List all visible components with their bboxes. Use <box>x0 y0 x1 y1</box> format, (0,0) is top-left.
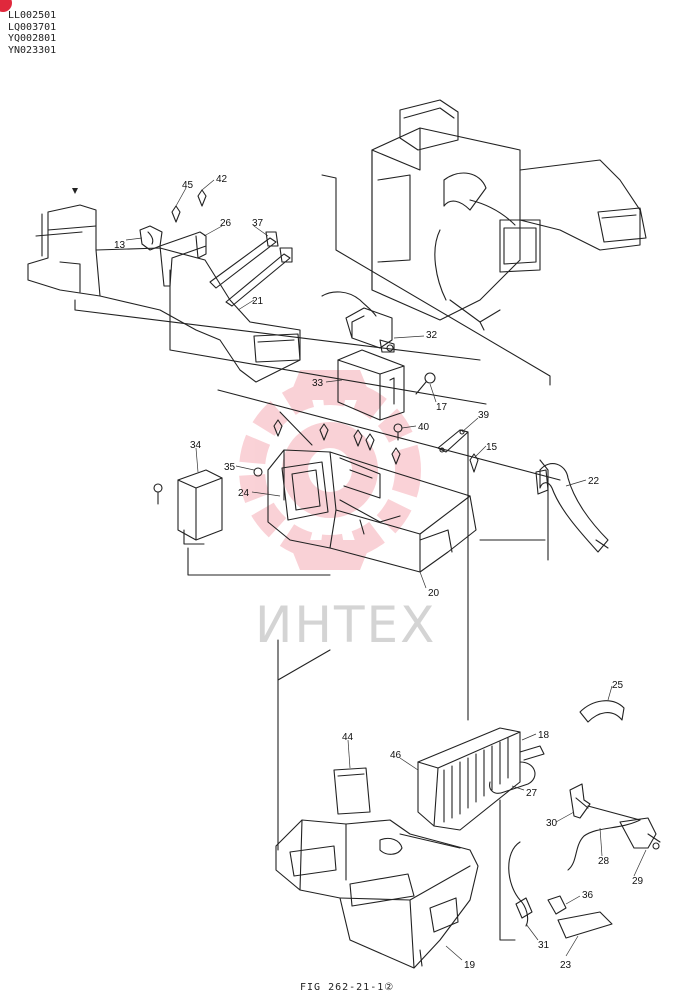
cable-tie-37 <box>209 231 293 307</box>
callout-23: 23 <box>560 960 572 971</box>
callout-13: 13 <box>114 240 126 251</box>
screw-42 <box>197 189 207 207</box>
callout-31: 31 <box>538 940 550 951</box>
callout-37: 37 <box>252 218 264 229</box>
callout-20: 20 <box>428 588 440 599</box>
callout-19: 19 <box>464 960 476 971</box>
cable-28 <box>567 805 661 871</box>
hose-25 <box>579 700 625 723</box>
callout-44: 44 <box>342 732 354 743</box>
pad-23 <box>557 911 613 939</box>
callout-15: 15 <box>486 442 498 453</box>
screw-34-left <box>153 483 163 505</box>
watermark-text: ИНТЕХ <box>255 596 437 654</box>
bracket-39 <box>437 429 469 453</box>
bracket-30 <box>569 783 591 819</box>
callout-46: 46 <box>390 750 402 761</box>
model-code: YQ002801 <box>8 33 57 44</box>
callout-30: 30 <box>546 818 558 829</box>
callout-33: 33 <box>312 378 324 389</box>
model-code: LL002501 <box>8 10 57 21</box>
model-code: LQ003701 <box>8 21 57 33</box>
duct-21 <box>27 204 301 383</box>
callout-34: 34 <box>190 440 202 451</box>
bolt-17 <box>415 372 436 395</box>
leader-lines <box>74 174 561 941</box>
lower-case-19 <box>275 819 479 969</box>
case-screws <box>273 419 401 465</box>
model-code-list: LL002501 LQ003701 YQ002801 YN023301 <box>8 10 56 56</box>
callout-40: 40 <box>418 422 430 433</box>
heater-unit-assembly <box>371 99 647 331</box>
clamp-31 <box>508 841 533 927</box>
sensor-32 <box>321 291 395 353</box>
screw-15 <box>469 453 479 473</box>
callout-28: 28 <box>598 856 610 867</box>
callout-25: 25 <box>612 680 624 691</box>
clip-36 <box>547 895 567 915</box>
screw-35 <box>253 467 263 477</box>
callout-39: 39 <box>478 410 490 421</box>
callout-24: 24 <box>238 488 250 499</box>
callout-32: 32 <box>426 330 438 341</box>
module-33 <box>337 349 405 421</box>
callout-21: 21 <box>252 296 264 307</box>
callout-leaders <box>125 179 647 961</box>
case-20 <box>267 449 477 573</box>
module-34 <box>177 469 223 545</box>
callout-42: 42 <box>216 174 228 185</box>
callout-17: 17 <box>436 402 448 413</box>
callout-36: 36 <box>582 890 594 901</box>
bracket-26 <box>159 231 207 287</box>
arrow-marker <box>72 188 78 194</box>
hose-22 <box>535 463 609 553</box>
model-code: YN023301 <box>8 44 57 56</box>
callout-27: 27 <box>526 788 538 799</box>
callout-35: 35 <box>224 462 236 473</box>
clip-13 <box>139 225 163 251</box>
callout-22: 22 <box>588 476 600 487</box>
callout-labels: 13 45 42 26 37 21 32 33 17 40 39 15 22 3… <box>114 174 644 971</box>
figure-caption: FIG 262-21-1② <box>300 982 395 993</box>
heater-core-46 <box>417 727 545 831</box>
screw-45 <box>171 205 181 223</box>
filter-44 <box>333 767 371 815</box>
callout-26: 26 <box>220 218 232 229</box>
callout-29: 29 <box>632 876 644 887</box>
corner-badge <box>0 0 12 12</box>
callout-45: 45 <box>182 180 194 191</box>
callout-18: 18 <box>538 730 550 741</box>
